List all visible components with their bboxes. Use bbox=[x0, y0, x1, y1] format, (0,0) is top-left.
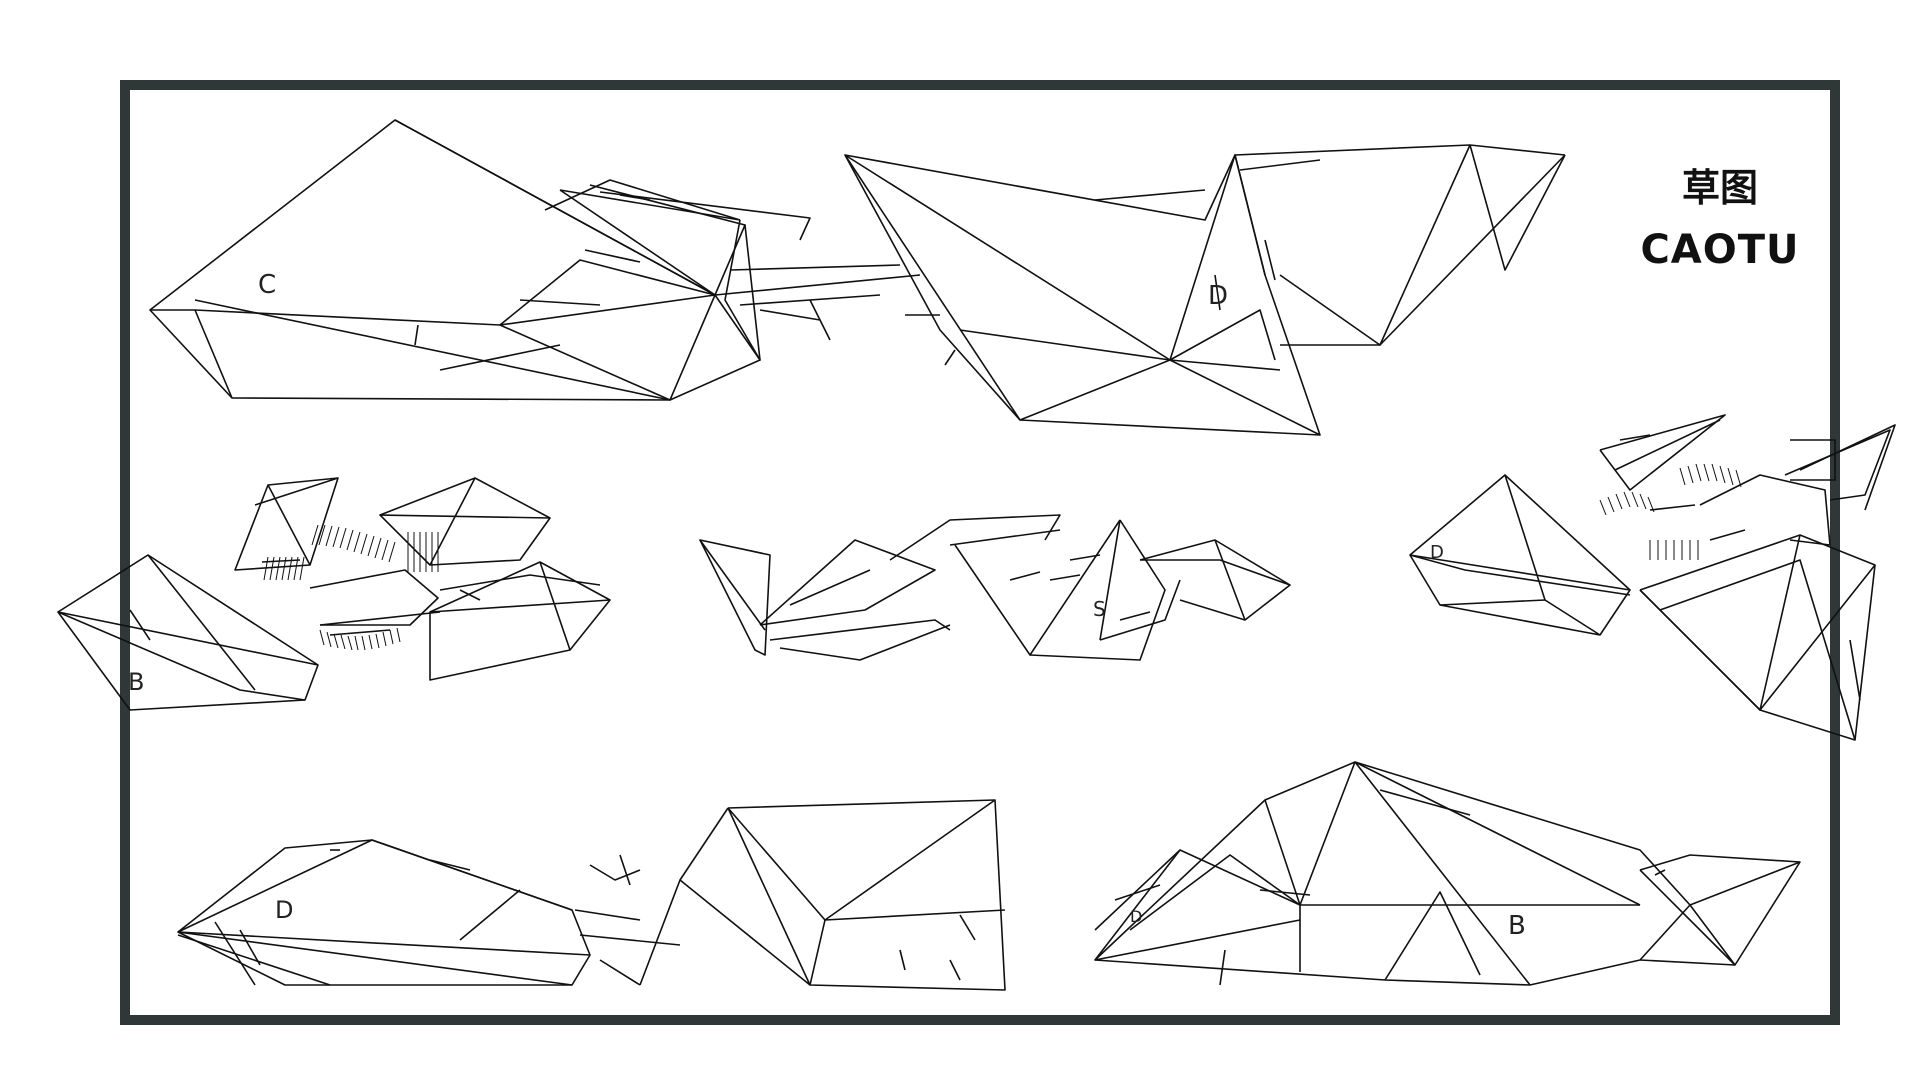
sketch-label: D bbox=[1430, 542, 1444, 563]
hatch-middle-left bbox=[263, 524, 439, 651]
sketch-middle-left bbox=[57, 477, 611, 711]
sketch-label: D bbox=[275, 896, 293, 924]
title-block: 草图 CAOTU bbox=[1620, 158, 1820, 282]
sketch-label: D bbox=[1130, 907, 1142, 926]
sketch-top-center bbox=[844, 144, 1566, 436]
sketch-middle-right bbox=[1409, 414, 1896, 741]
sketch-label: S bbox=[1093, 597, 1106, 621]
sketch-center bbox=[699, 514, 1291, 661]
sketch-label: C bbox=[258, 270, 276, 300]
sketch-top-left bbox=[149, 119, 921, 401]
title-pinyin: CAOTU bbox=[1640, 227, 1800, 273]
sheet-frame bbox=[120, 80, 1840, 1025]
sketch-bottom-left bbox=[177, 799, 1006, 991]
hatch-middle-right bbox=[1599, 463, 1742, 560]
sketch-label: B bbox=[1508, 911, 1526, 941]
title-chinese: 草图 bbox=[1681, 166, 1758, 210]
sketch-label: D bbox=[1208, 281, 1228, 311]
sketch-bottom-right bbox=[1094, 761, 1801, 986]
sketch-label: B bbox=[128, 668, 144, 696]
